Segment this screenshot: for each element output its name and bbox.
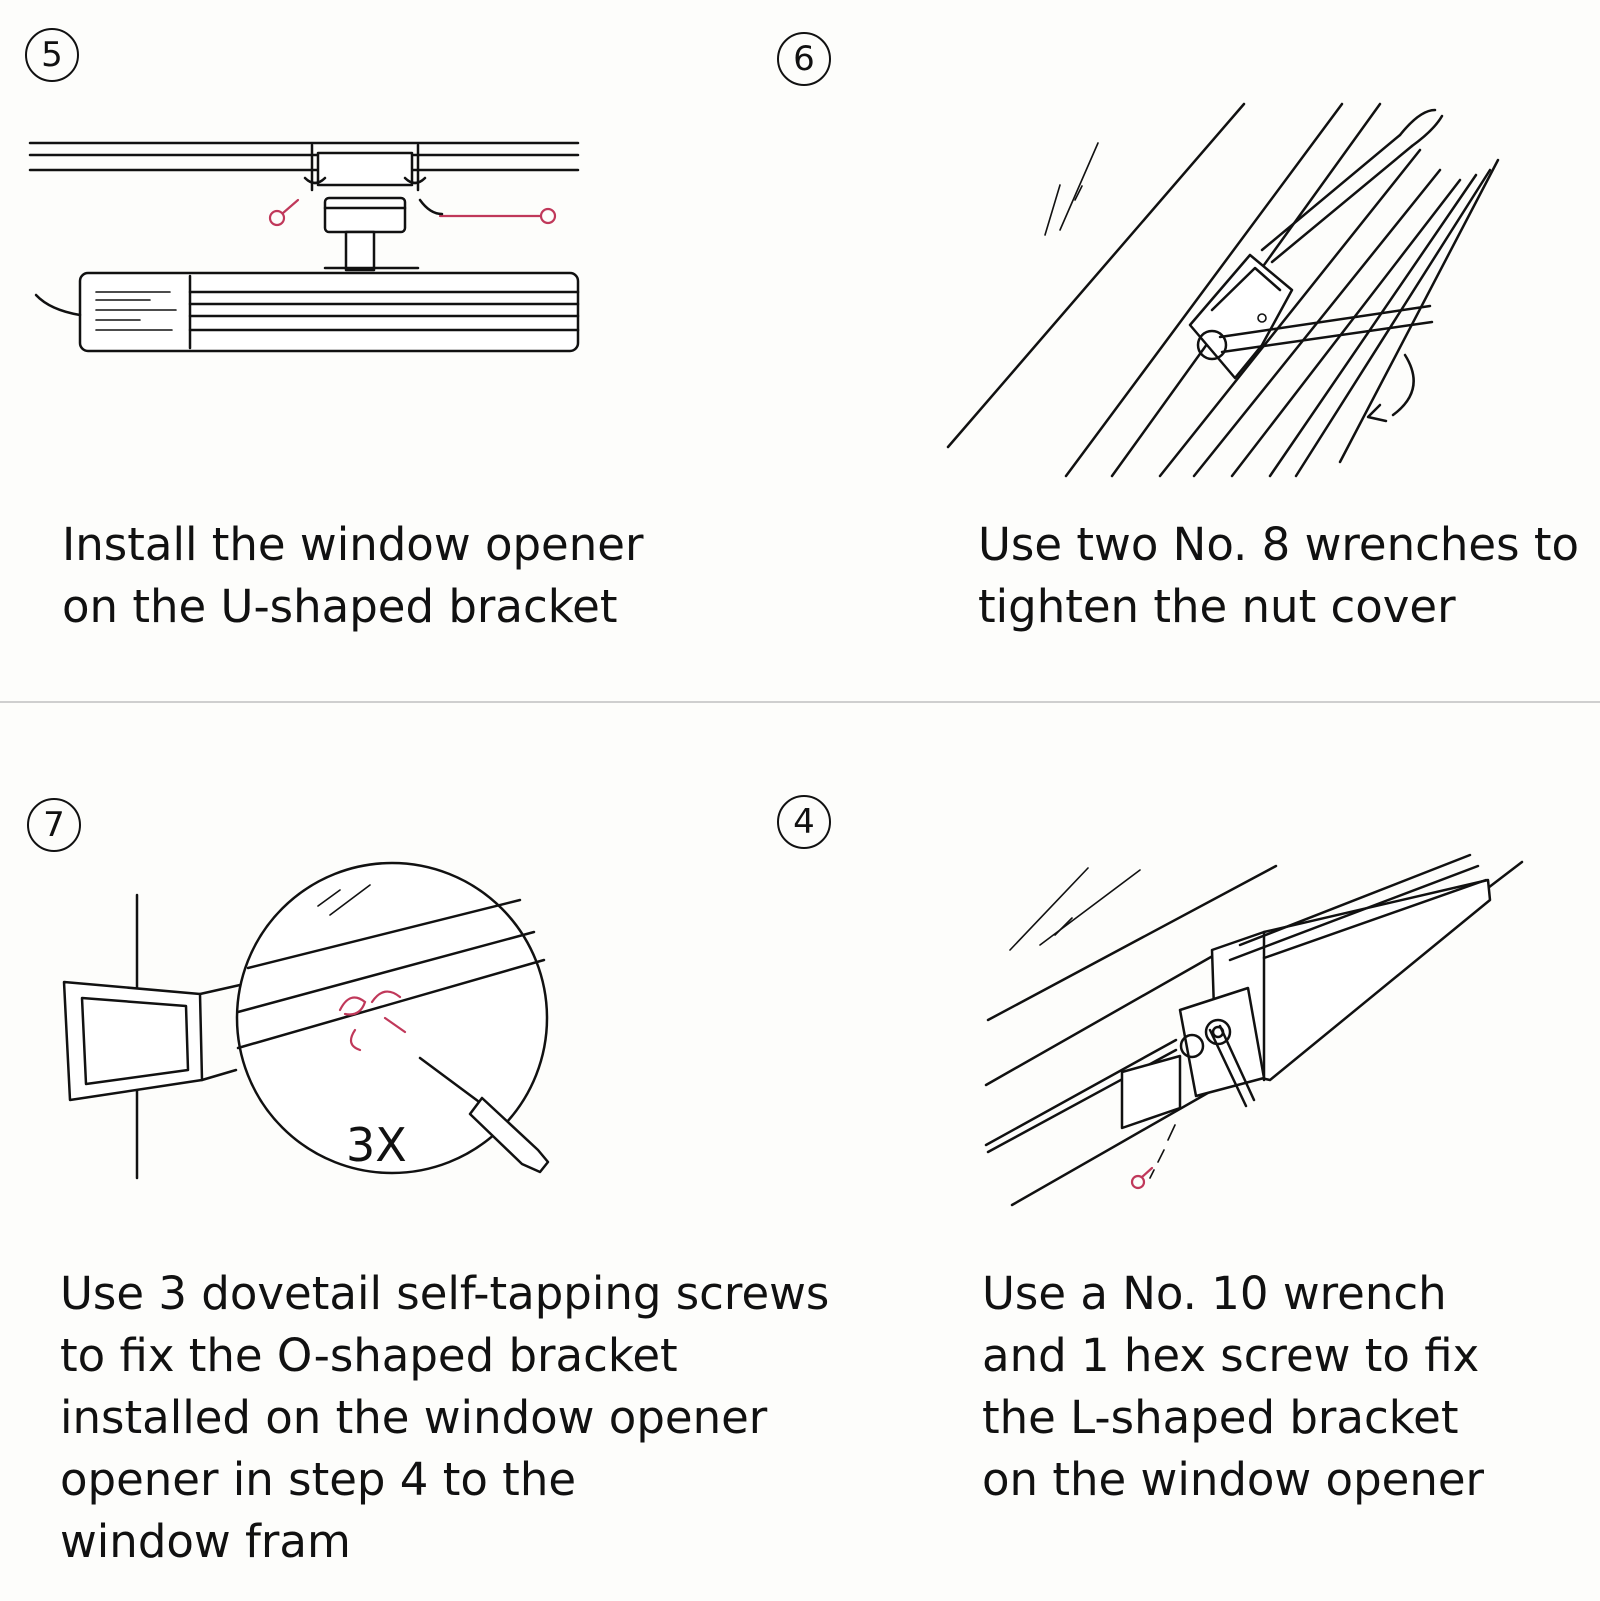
step-7-caption-line: window fram xyxy=(60,1515,351,1568)
step-4-number: 4 xyxy=(777,795,831,849)
step-5-caption-line: Install the window opener xyxy=(62,518,644,571)
step-7-caption-line: Use 3 dovetail self-tapping screws xyxy=(60,1267,830,1320)
step-4-caption-line: Use a No. 10 wrench xyxy=(982,1267,1447,1320)
step-7-caption-line: installed on the window opener xyxy=(60,1391,768,1444)
screw-count-label: 3X xyxy=(346,1118,407,1172)
step-5-number: 5 xyxy=(25,28,79,82)
step-4-caption: Use a No. 10 wrench and 1 hex screw to f… xyxy=(982,1263,1484,1511)
step-7-caption-line: to fix the O-shaped bracket xyxy=(60,1329,678,1382)
step-6-caption-line: tighten the nut cover xyxy=(978,580,1456,633)
step-7-caption: Use 3 dovetail self-tapping screws to fi… xyxy=(60,1263,829,1573)
step-6-caption: Use two No. 8 wrenches to tighten the nu… xyxy=(978,514,1579,638)
step-5-caption-line: on the U-shaped bracket xyxy=(62,580,618,633)
step-4-caption-line: and 1 hex screw to fix xyxy=(982,1329,1480,1382)
step-7-number: 7 xyxy=(27,798,81,852)
step-7-caption-line: opener in step 4 to the xyxy=(60,1453,577,1506)
step-4-caption-line: the L-shaped bracket xyxy=(982,1391,1459,1444)
step-4-caption-line: on the window opener xyxy=(982,1453,1485,1506)
step-6-number: 6 xyxy=(777,32,831,86)
section-divider xyxy=(0,701,1600,703)
step-5-caption: Install the window opener on the U-shape… xyxy=(62,514,643,638)
step-5-illustration xyxy=(28,141,580,353)
step-4-illustration xyxy=(984,853,1524,1207)
step-6-caption-line: Use two No. 8 wrenches to xyxy=(978,518,1579,571)
step-7-illustration xyxy=(62,861,550,1180)
step-6-illustration xyxy=(946,102,1500,478)
